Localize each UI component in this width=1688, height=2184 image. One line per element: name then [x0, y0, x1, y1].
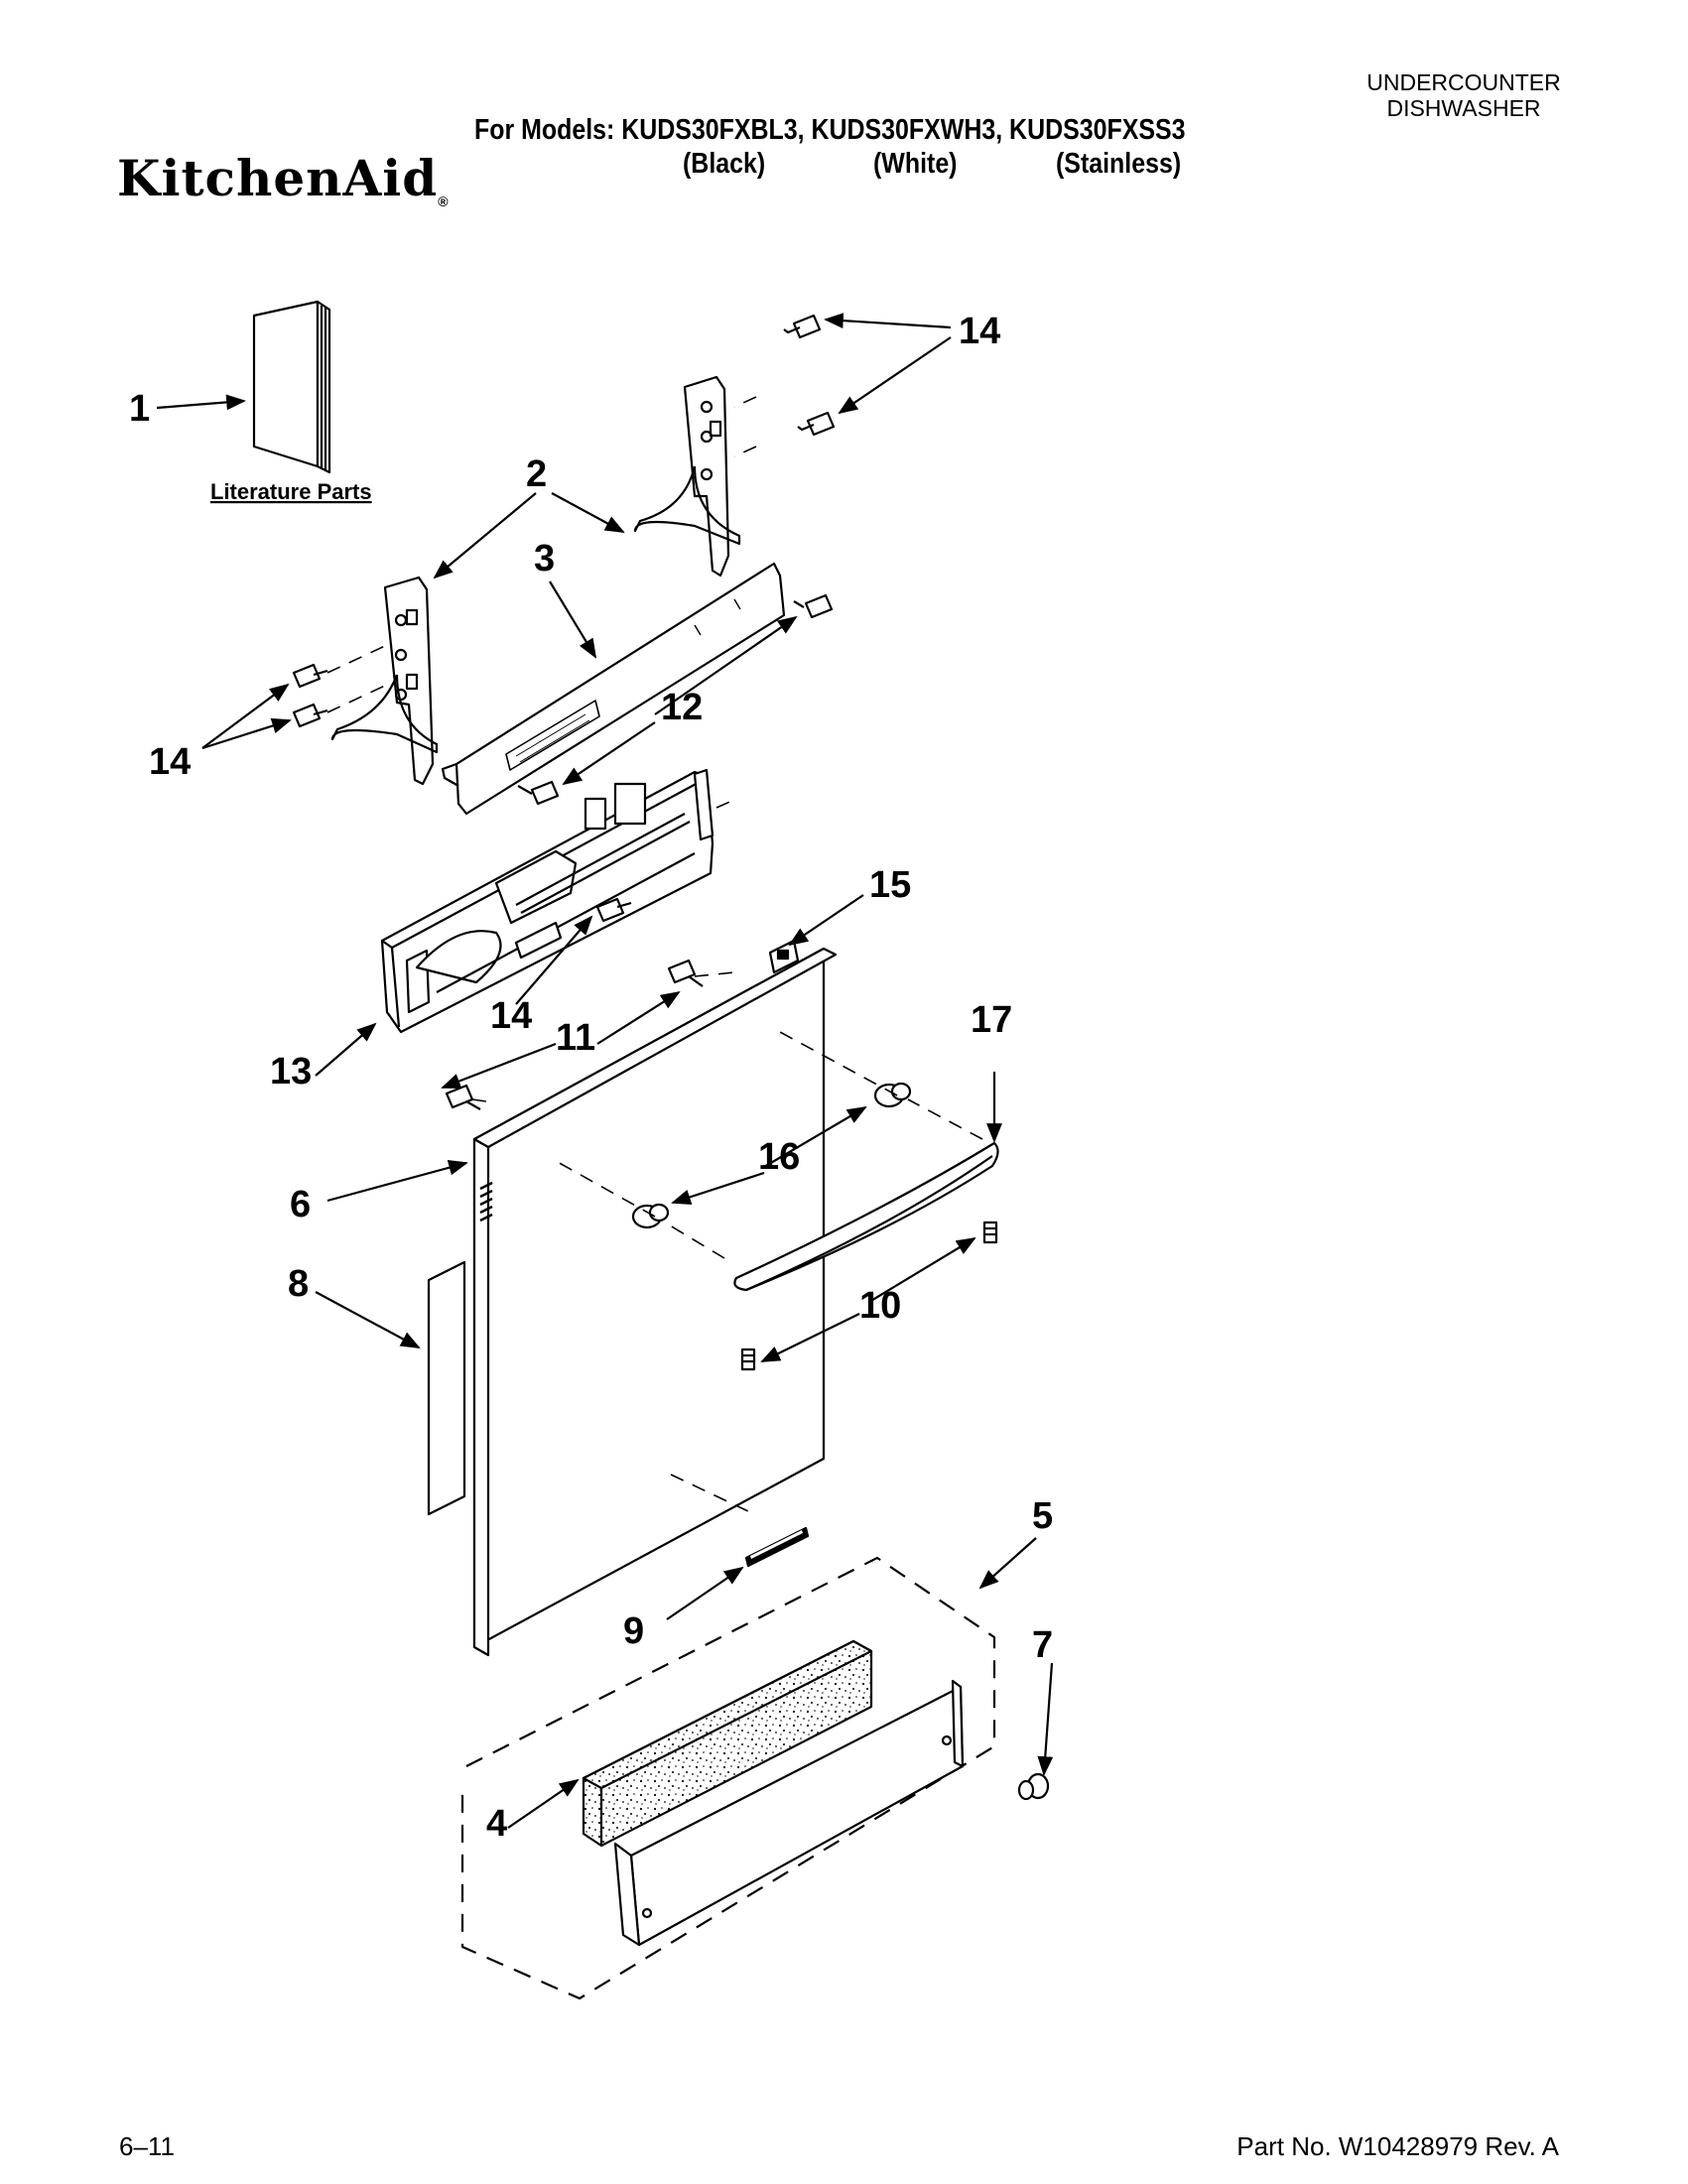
handle-mount-right: [873, 1082, 912, 1108]
callout-12: 12: [661, 687, 703, 728]
callout-2: 2: [526, 453, 547, 495]
door-nameplate: [744, 1526, 810, 1568]
callout-15: 15: [869, 864, 911, 906]
handle-set-screw-right: [982, 1220, 998, 1244]
door-panel: [472, 947, 838, 1657]
callout-leaders: [156, 313, 1054, 1829]
color-white: (White): [873, 148, 958, 180]
literature-book: [252, 300, 331, 474]
screw-console: [595, 897, 632, 923]
callout-11: 11: [556, 1017, 595, 1059]
brand-name: KitchenAid: [117, 149, 439, 207]
part-number: Part No. W10428979 Rev. A: [1236, 2131, 1559, 2161]
screw-door-upper: [667, 959, 704, 987]
literature-parts-label: Literature Parts: [210, 479, 372, 504]
document-type: UNDERCOUNTER DISHWASHER: [1335, 69, 1593, 121]
callout-14-console: 14: [490, 995, 532, 1037]
callout-10: 10: [859, 1285, 901, 1327]
callout-17: 17: [971, 999, 1012, 1041]
callout-14-left: 14: [149, 741, 191, 783]
models-line: For Models: KUDS30FXBL3, KUDS30FXWH3, KU…: [474, 114, 1186, 146]
screw-door-left: [445, 1084, 481, 1110]
handle-set-screw-left: [740, 1348, 756, 1371]
document-type-line1: UNDERCOUNTER: [1366, 69, 1561, 95]
toe-panel-assembly: [460, 1556, 996, 2000]
screw-top-upper: [783, 314, 822, 339]
callout-9: 9: [623, 1610, 644, 1652]
right-hinge-bracket: [633, 375, 741, 578]
console-assembly: [380, 768, 714, 1034]
screw-left-upper: [292, 663, 328, 689]
door-insulation: [427, 1260, 466, 1516]
screw-bracket-bottom: [517, 780, 560, 806]
registered-mark: ®: [438, 193, 450, 209]
callout-numbers: 1 2 3 4 5 6 7 8 9 10 11 12 13 14 14 14 1…: [129, 311, 1053, 1845]
callout-14-top: 14: [959, 311, 1000, 352]
callout-13: 13: [270, 1051, 312, 1092]
callout-4: 4: [486, 1803, 507, 1845]
callout-7: 7: [1032, 1624, 1053, 1666]
door-handle: [733, 1141, 999, 1292]
door-clip: [768, 939, 800, 974]
toe-panel-screw: [1017, 1772, 1050, 1801]
left-hinge-bracket: [330, 576, 439, 786]
screw-bracket-right: [793, 593, 834, 619]
callout-1: 1: [129, 388, 150, 430]
control-panel-bracket: [441, 562, 786, 816]
kitchenaid-logo: KitchenAid®: [117, 149, 450, 209]
callout-5: 5: [1032, 1495, 1053, 1537]
callout-16: 16: [758, 1136, 800, 1178]
screw-top-lower: [797, 411, 836, 437]
document-type-line2: DISHWASHER: [1386, 95, 1541, 121]
callout-8: 8: [288, 1263, 309, 1305]
alignment-lines: [326, 396, 983, 1513]
color-stainless: (Stainless): [1056, 148, 1182, 180]
callout-3: 3: [534, 538, 555, 579]
date-code: 6–11: [119, 2131, 175, 2161]
callout-6: 6: [290, 1184, 311, 1225]
screw-left-lower: [292, 703, 328, 728]
color-black: (Black): [683, 148, 766, 180]
